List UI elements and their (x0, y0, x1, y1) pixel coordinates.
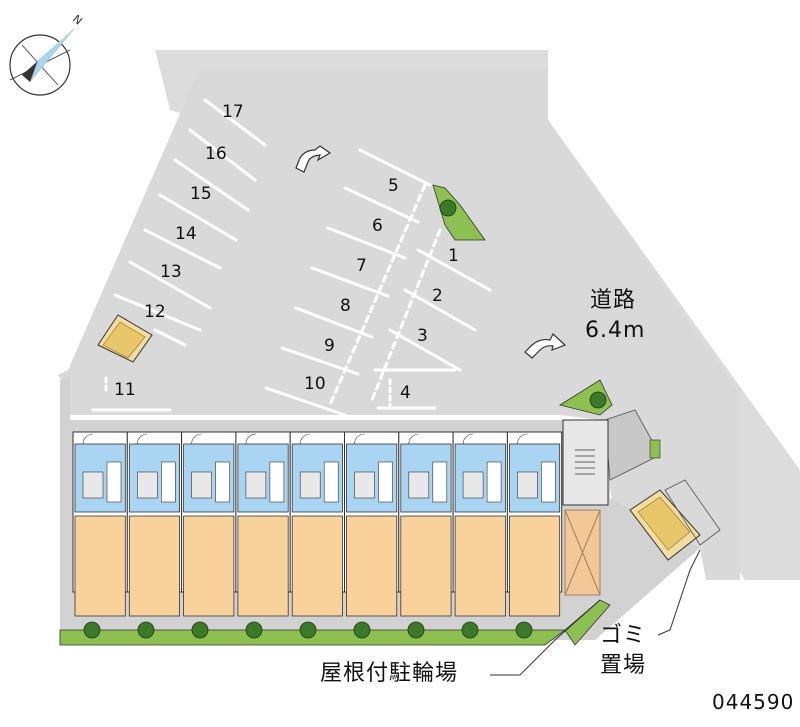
apartment-unit (126, 431, 183, 617)
planting-strip (59, 599, 611, 646)
parking-space-12: 12 (144, 302, 166, 322)
parking-space-11: 11 (114, 380, 136, 400)
parking-space-16: 16 (205, 144, 227, 164)
apartment-unit (289, 431, 346, 617)
tree-icon (515, 621, 533, 639)
parking-space-1: 1 (448, 246, 459, 266)
roofed-bicycle-parking-label: 屋根付駐輪場 (320, 661, 459, 686)
apartment-unit (452, 431, 508, 617)
parking-space-17: 17 (222, 102, 244, 122)
tree-icon (407, 621, 425, 639)
parking-space-6: 6 (372, 216, 383, 236)
parking-space-2: 2 (432, 286, 443, 306)
tree-icon (299, 621, 317, 639)
flow-arrow-icon (295, 145, 567, 359)
parking-space-10: 10 (304, 374, 326, 394)
parking-space-5: 5 (388, 176, 399, 196)
garbage-label-line2: 置場 (600, 653, 647, 678)
compass-icon: N (9, 12, 85, 96)
apartment-block (72, 431, 563, 617)
parking-space-4: 4 (400, 383, 411, 403)
tree-icon (245, 621, 263, 639)
road-width-label: 6.4m (585, 318, 646, 343)
tree-icon (461, 621, 479, 639)
apartment-unit (72, 431, 128, 617)
roofed-bicycle-parking (564, 509, 601, 596)
tree-planter (432, 184, 661, 481)
tree-icon (353, 621, 371, 639)
north-label: N (70, 12, 85, 27)
parking-space-15: 15 (190, 184, 212, 204)
parking-space-14: 14 (175, 224, 197, 244)
parking-stripes-left (91, 98, 267, 412)
parking-stripes-right (370, 228, 492, 410)
parking-space-3: 3 (417, 326, 428, 346)
garbage-area (629, 479, 721, 561)
road-name-label: 道路 (590, 288, 637, 313)
parking-space-8: 8 (340, 296, 351, 316)
property-code: 044590 (712, 690, 795, 714)
apartment-unit (181, 431, 237, 617)
parking-space-9: 9 (324, 336, 335, 356)
bicycle-rack-left (97, 314, 153, 363)
garbage-label-line1: ゴミ (600, 623, 647, 648)
tree-icon (191, 621, 209, 639)
parking-space-7: 7 (356, 256, 367, 276)
apartment-unit (235, 431, 291, 617)
parking-stripes-center (264, 148, 432, 417)
apartment-unit (506, 431, 563, 617)
apartment-unit (398, 431, 454, 617)
stairs (562, 419, 609, 506)
leader-lines (490, 549, 701, 676)
parking-space-13: 13 (160, 262, 182, 282)
tree-icon (83, 621, 101, 639)
tree-icon (137, 621, 155, 639)
apartment-unit (344, 431, 400, 617)
